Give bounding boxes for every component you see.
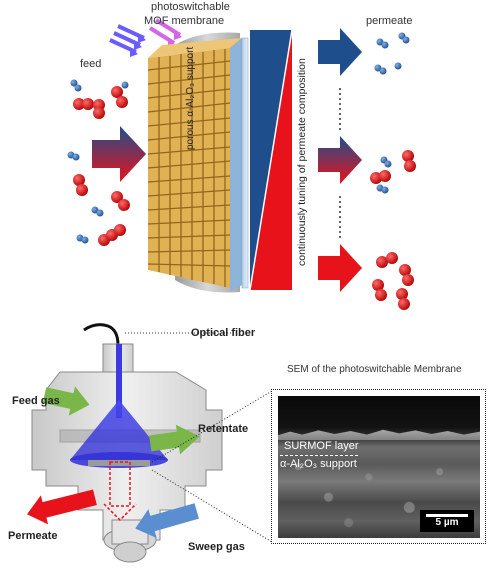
zoom-lines	[151, 390, 273, 543]
support-label: porous α-Al₂O₃ support	[185, 46, 196, 150]
sem-divider	[280, 455, 358, 456]
sem-frame	[271, 389, 486, 544]
permeate-label: permeate	[366, 15, 413, 27]
permeate-arrow-mixed	[318, 136, 362, 184]
membrane-disk	[88, 460, 150, 466]
tuning-label: continuously tuning of permeate composit…	[296, 58, 308, 266]
scale-bar-label: 5 µm	[435, 517, 459, 528]
feed-gas-arrow	[42, 386, 90, 416]
permeate-gas-label: Permeate	[8, 530, 58, 542]
feed-gas-label: Feed gas	[12, 395, 60, 407]
sem-surmof-crust	[278, 429, 480, 440]
sem-image	[278, 396, 480, 538]
scale-bar-line	[426, 514, 468, 517]
sem-title: SEM of the photoswitchable Membrane	[287, 364, 462, 375]
sem-layer1-label: SURMOF layer	[284, 440, 359, 452]
permeate-flow-path	[103, 461, 137, 522]
retentate-arrow	[149, 424, 200, 455]
composition-wedge	[249, 29, 293, 291]
mof-label-2: MOF membrane	[144, 15, 225, 27]
sem-layer2-label: α-Al₂O₃ support	[280, 458, 357, 470]
permeate-molecules-mid	[370, 150, 416, 194]
feed-molecules	[67, 79, 130, 246]
permeate-molecules-bottom	[372, 252, 414, 310]
permeate-arrow-blue	[318, 28, 362, 76]
porous-support-slab	[230, 37, 249, 292]
optical-fiber-label: Optical fiber	[191, 327, 256, 339]
optical-fiber-cable	[83, 323, 120, 346]
permeate-molecules-top	[374, 32, 410, 75]
retentate-label: Retentate	[198, 423, 249, 435]
feed-label: feed	[80, 58, 102, 70]
sweep-gas-arrow	[135, 503, 199, 539]
sweep-gas-label: Sweep gas	[188, 541, 245, 553]
mof-label: photoswitchable	[151, 1, 230, 13]
feed-arrow	[92, 126, 146, 182]
permeate-gas-arrow	[27, 489, 97, 525]
permeate-arrow-red	[318, 244, 362, 292]
